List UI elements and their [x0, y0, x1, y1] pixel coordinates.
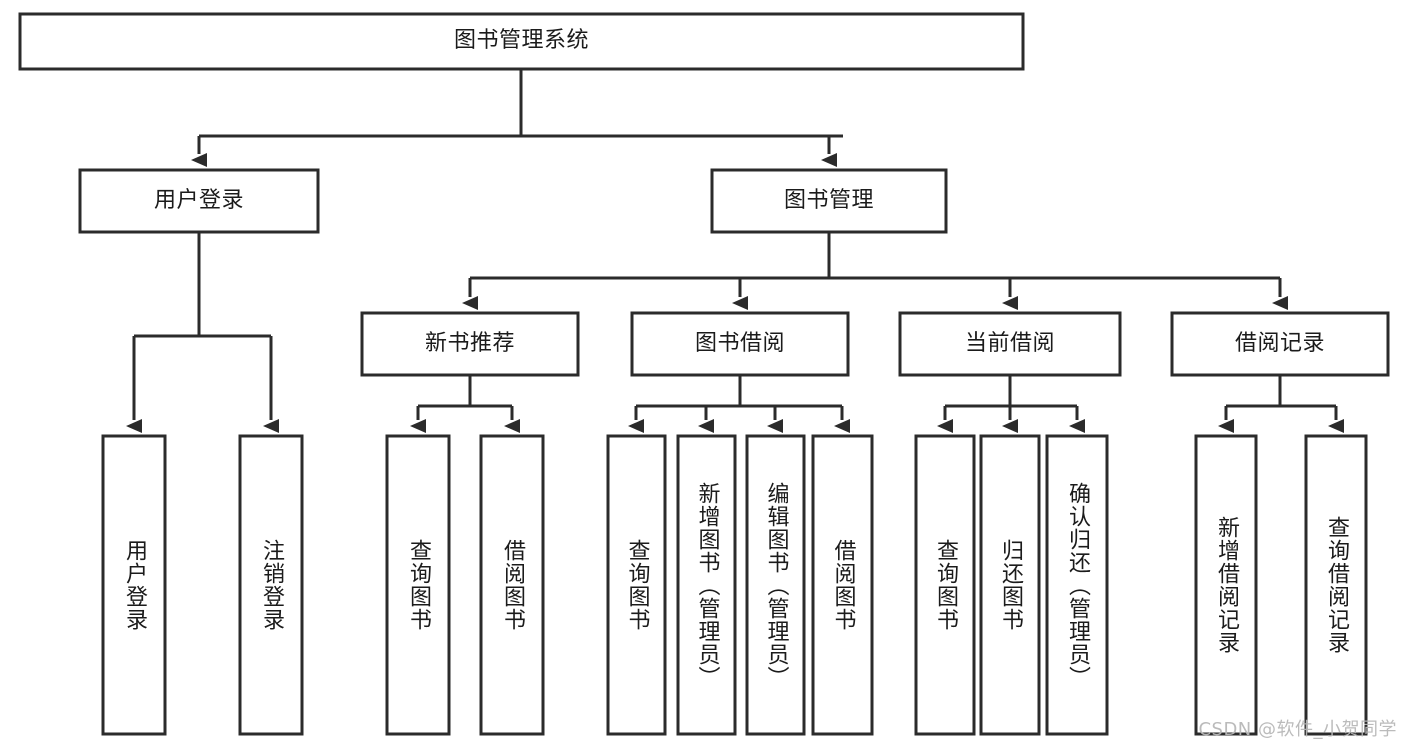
connector-new-book-recommend-to-leaves — [410, 375, 520, 433]
node-box-leaf-query-book-current[interactable] — [914, 434, 976, 736]
watermark: CSDN @软件_小贺同学 — [1198, 719, 1397, 740]
node-box-borrow-record[interactable] — [1170, 311, 1390, 377]
node-box-current-borrow[interactable] — [898, 311, 1122, 377]
node-box-leaf-return-book[interactable] — [979, 434, 1041, 736]
node-box-leaf-query-book-recommend[interactable] — [385, 434, 451, 736]
node-box-leaf-user-login[interactable] — [101, 434, 167, 736]
connector-book-borrow-to-leaves — [628, 375, 850, 433]
node-box-user-login[interactable] — [78, 168, 320, 234]
node-box-leaf-borrow-book-recommend[interactable] — [479, 434, 545, 736]
node-box-leaf-add-borrow-record[interactable] — [1194, 434, 1258, 736]
connector-book-manage-to-level3 — [462, 232, 1288, 310]
node-box-leaf-edit-book-admin[interactable] — [745, 434, 806, 736]
node-box-book-borrow[interactable] — [630, 311, 850, 377]
node-box-new-book-recommend[interactable] — [360, 311, 580, 377]
connector-root-to-level2 — [191, 69, 843, 167]
node-box-root[interactable] — [18, 12, 1025, 71]
node-box-book-manage[interactable] — [710, 168, 948, 234]
node-box-leaf-logout-login[interactable] — [238, 434, 304, 736]
connector-user-login-to-leaves — [126, 232, 279, 433]
node-box-leaf-query-book-borrow[interactable] — [606, 434, 667, 736]
node-box-leaf-borrow-book[interactable] — [811, 434, 874, 736]
node-box-leaf-query-borrow-record[interactable] — [1304, 434, 1368, 736]
connector-borrow-record-to-leaves — [1218, 375, 1344, 433]
node-box-leaf-confirm-return-admin[interactable] — [1045, 434, 1109, 736]
node-box-leaf-add-book-admin[interactable] — [676, 434, 737, 736]
connector-current-borrow-to-leaves — [937, 375, 1085, 433]
